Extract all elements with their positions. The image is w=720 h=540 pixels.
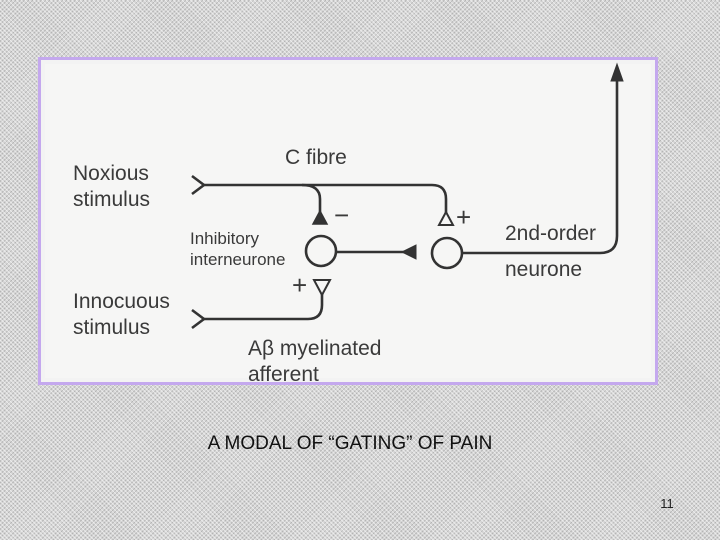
noxious-label-2: stimulus [73,188,150,211]
second-order-label-2: neurone [505,258,582,281]
plus-sign-second-order: + [456,202,471,232]
plus-sign-abeta: + [292,270,307,300]
c-fibre-branch [301,183,322,214]
innocuous-label-2: stimulus [73,316,150,339]
inhibitory-interneurone-cell [304,234,338,268]
excitatory-synapse-terminal [437,209,455,226]
abeta-fibre-axon [204,290,324,321]
figure-panel [45,64,651,378]
slide-caption-text: A MODAL OF “GATING” OF PAIN [207,433,493,454]
figure-frame [38,57,658,385]
output-arrowhead [610,62,624,82]
inhibitory-synapse-terminal [311,209,329,225]
abeta-synapse-terminal [312,279,332,298]
innocuous-label-1: Innocuous [73,290,170,313]
minus-sign: − [334,200,349,230]
inhibitory-label-1: Inhibitory [190,229,259,248]
slide-caption: A MODAL OF “GATING” OF PAIN [0,433,720,455]
second-order-neurone-cell [430,236,464,270]
abeta-label-2: afferent [248,363,319,386]
c-fibre-axon [204,183,448,214]
noxious-label-1: Noxious [73,162,149,185]
slide-number: 11 [660,496,674,511]
inhibitory-label-2: interneurone [190,250,285,269]
c-fibre-line [191,174,207,196]
inhibitory-terminal-arrow [400,244,417,260]
abeta-fibre-line [191,308,207,330]
second-order-axon [462,78,619,255]
c-fibre-label: C fibre [285,146,347,169]
abeta-label-1: Aβ myelinated [248,337,381,360]
second-order-label-1: 2nd-order [505,222,596,245]
